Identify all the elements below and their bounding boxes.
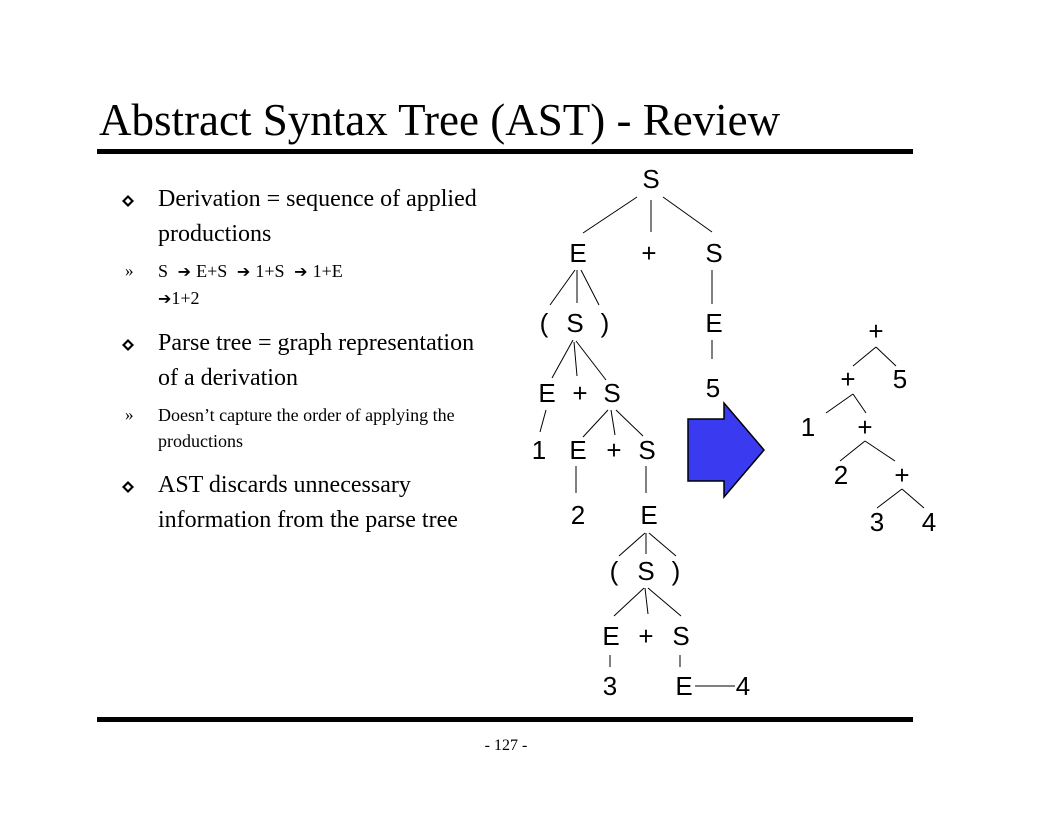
parse-node: E — [675, 671, 692, 701]
right-arrow-icon: ➔ — [289, 262, 313, 281]
right-arrow-icon: ➔ — [158, 289, 172, 308]
parse-node: + — [572, 378, 587, 408]
ast-node: + — [840, 364, 855, 394]
parse-node: E — [538, 378, 555, 408]
parse-node: S — [642, 164, 659, 194]
parse-node: S — [672, 621, 689, 651]
parse-node: + — [606, 435, 621, 465]
parse-node: + — [638, 621, 653, 651]
diamond-bullet-icon — [122, 195, 134, 207]
bullet-parse-tree: Parse tree = graph representation of a d… — [100, 326, 490, 396]
ast-node: + — [894, 460, 909, 490]
parse-node: ) — [672, 556, 681, 586]
parse-node: ( — [540, 308, 549, 338]
formula-step: 1+2 — [171, 288, 200, 308]
ast-node: + — [857, 412, 872, 442]
sub-bullet-marker: » — [125, 405, 134, 424]
parse-node: 5 — [706, 373, 720, 403]
formula-step: E+S — [196, 261, 228, 281]
ast-node: 3 — [870, 507, 884, 537]
parse-node: + — [641, 238, 656, 268]
diamond-bullet-icon — [122, 339, 134, 351]
sub-bullet-marker: » — [125, 261, 134, 280]
sub-bullet-derivation-example: » S ➔ E+S ➔ 1+S ➔ 1+E ➔1+2 — [58, 258, 490, 312]
parse-node: E — [569, 435, 586, 465]
bullet-text: Parse tree = graph representation of a d… — [158, 330, 475, 391]
ast-node: + — [868, 316, 883, 346]
parse-node: 4 — [736, 671, 750, 701]
slide-title: Abstract Syntax Tree (AST) - Review — [99, 95, 781, 145]
sub-bullet-text: Doesn’t capture the order of applying th… — [158, 405, 455, 451]
parse-node: S — [638, 435, 655, 465]
formula-step: 1+E — [312, 261, 343, 281]
sub-bullet-order: » Doesn’t capture the order of applying … — [58, 402, 490, 454]
bullet-derivation: Derivation = sequence of applied product… — [100, 182, 490, 252]
parse-node: 3 — [603, 671, 617, 701]
bullet-list: Derivation = sequence of applied product… — [100, 182, 490, 552]
right-arrow-icon: ➔ — [231, 262, 256, 281]
parse-node: S — [603, 378, 620, 408]
diamond-bullet-icon — [122, 481, 134, 493]
bullet-text: Derivation = sequence of applied product… — [158, 186, 477, 247]
parse-node: S — [705, 238, 722, 268]
parse-node: S — [637, 556, 654, 586]
transform-arrow-icon — [687, 400, 765, 500]
ast-node: 2 — [834, 460, 848, 490]
bullet-ast: AST discards unnecessary information fro… — [100, 468, 490, 538]
ast-edges — [825, 346, 925, 509]
parse-node: E — [705, 308, 722, 338]
ast-tree: + + 5 1 + 2 + 3 4 — [801, 316, 936, 537]
parse-node: ( — [610, 556, 619, 586]
ast-node: 4 — [922, 507, 936, 537]
bullet-text: AST discards unnecessary information fro… — [158, 472, 458, 533]
parse-node: E — [602, 621, 619, 651]
ast-node: 5 — [893, 364, 907, 394]
parse-node: E — [640, 500, 657, 530]
parse-node: 2 — [571, 500, 585, 530]
ast-node: 1 — [801, 412, 815, 442]
formula-step: S — [158, 261, 169, 281]
page-number: - 127 - — [484, 737, 528, 754]
parse-node: S — [566, 308, 583, 338]
title-divider — [97, 149, 913, 154]
formula-step: 1+S — [255, 261, 285, 281]
right-arrow-icon: ➔ — [172, 262, 197, 281]
parse-node: 1 — [532, 435, 546, 465]
parse-tree: S E + S ( S ) E 5 E + S 1 E + S 2 E ( S … — [532, 164, 750, 701]
parse-node: ) — [601, 308, 610, 338]
parse-tree-edges — [539, 196, 735, 687]
parse-node: E — [569, 238, 586, 268]
footer-divider — [97, 717, 913, 722]
